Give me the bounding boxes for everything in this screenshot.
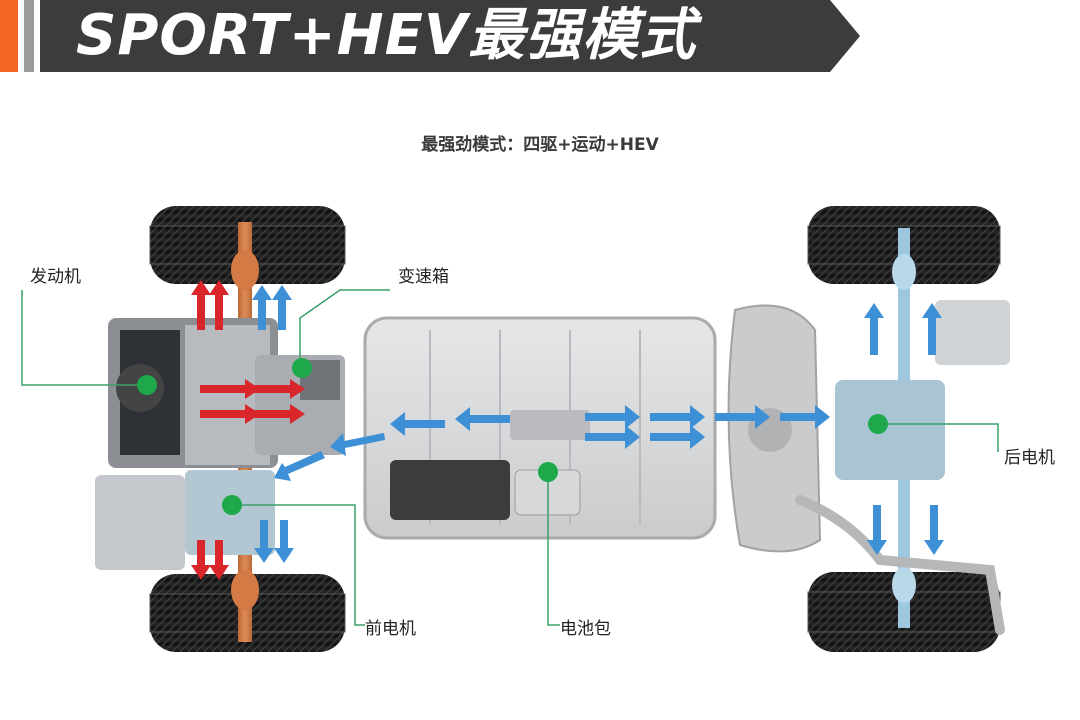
battery-pack [363,316,717,540]
fuel-tank [727,304,822,553]
label-transmission: 变速箱 [398,267,449,287]
rear-motor-unit [835,300,1010,480]
leader-lines [21,289,999,626]
banner-accent-bar [0,0,18,72]
banner-title: SPORT+HEV最强模式 [76,3,697,68]
label-battery-pack: 电池包 [560,619,611,639]
label-engine: 发动机 [30,267,81,287]
banner-shape [0,0,860,72]
marker-battery-pack [538,462,558,482]
marker-rear-motor [868,414,888,434]
diagram-subtitle: 最强劲模式：四驱+运动+HEV [421,135,659,155]
label-rear-motor: 后电机 [1004,448,1055,468]
front-motor-unit [95,470,275,570]
banner-arrow [40,0,860,72]
header-banner: SPORT+HEV最强模式 [0,0,1080,75]
exhaust-pipe [795,495,1005,635]
marker-front-motor [222,495,242,515]
engine-power-flow [191,280,305,580]
label-front-motor: 前电机 [365,619,416,639]
transmission-unit [255,355,345,455]
marker-engine [137,375,157,395]
banner-divider-bar [24,0,34,72]
marker-transmission [292,358,312,378]
electric-power-flow [252,285,944,563]
